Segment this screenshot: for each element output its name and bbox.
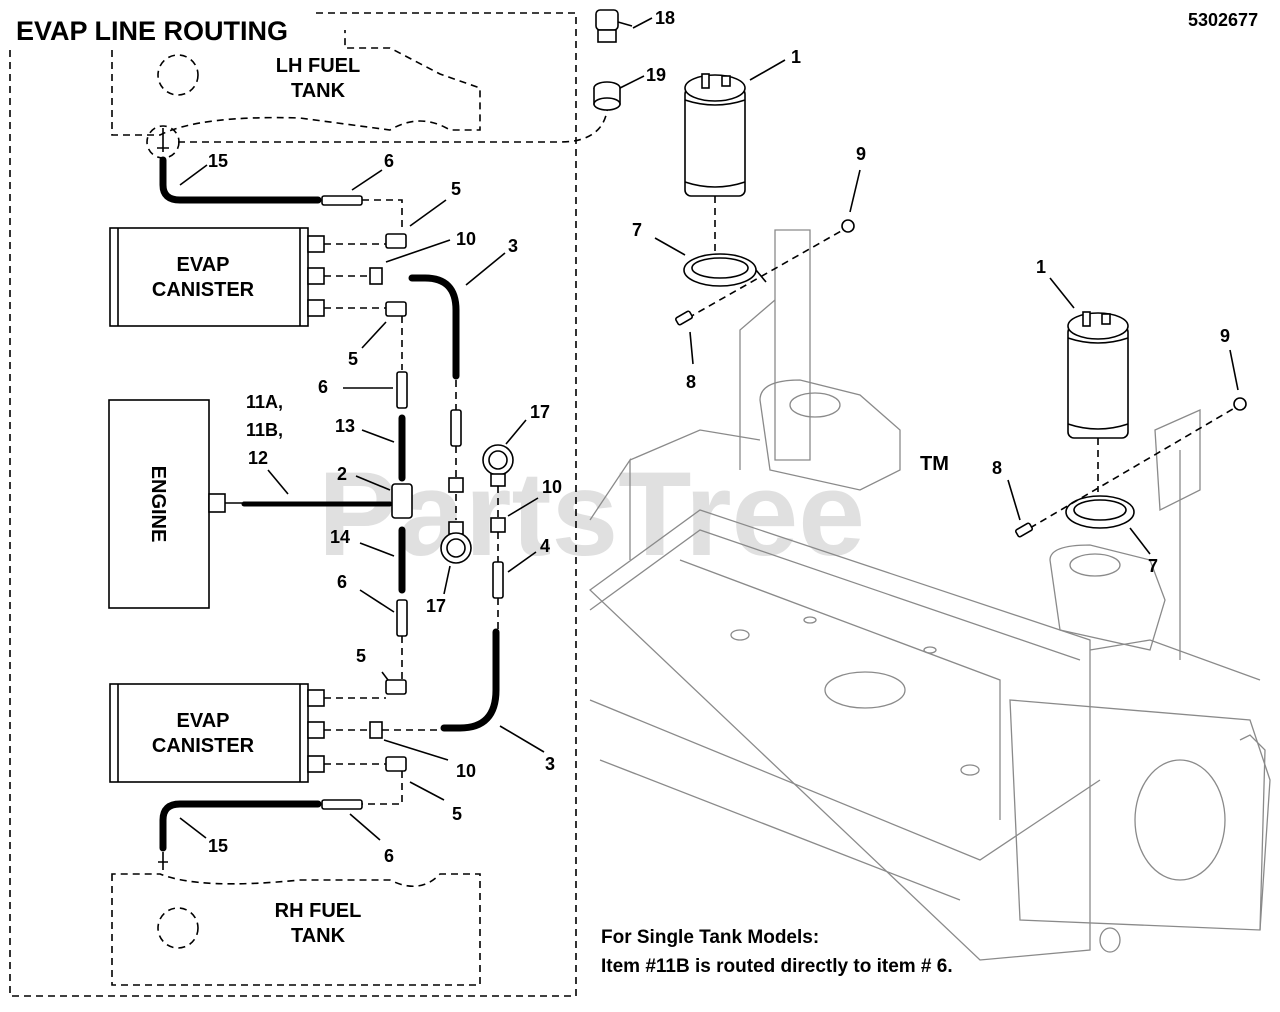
callout-7-right: 7 [1148,556,1158,576]
callout-17-upper: 17 [530,402,550,422]
rh-tank-label-2: TANK [291,925,346,947]
callout-5-low: 5 [356,646,366,666]
rh-tank-label-1: RH FUEL [275,900,362,922]
callout-10-low: 10 [456,761,476,781]
callout-14: 14 [330,527,350,547]
fitting-6-low [396,599,408,637]
callout-9-right: 9 [1220,326,1230,346]
callout-15-lower: 15 [208,836,228,856]
rh-fuel-tank: RH FUEL TANK [111,873,481,986]
clamp-17-upper [482,444,514,487]
callout-18: 18 [655,8,675,28]
callout-7-top: 7 [632,220,642,240]
restrictor-10-upper [369,267,383,285]
evap-canister-upper: EVAP CANISTER [109,227,386,327]
fitting-6-bottom [321,799,363,810]
callout-11a: 11A, [246,392,283,412]
callout-8-top: 8 [686,372,696,392]
check-valve [448,477,464,493]
callout-6-upper: 6 [384,151,394,171]
callout-3-upper: 3 [508,236,518,256]
fitting-6-upper [321,195,403,230]
callout-9-top: 9 [856,144,866,164]
lh-tank-label-2: TANK [291,80,346,102]
callout-3-lower: 3 [545,754,555,774]
engine: ENGINE [108,399,242,609]
callout-2: 2 [337,464,347,484]
trademark: TM [920,453,949,475]
callout-1-right: 1 [1036,257,1046,277]
callout-10-mid: 10 [542,477,562,497]
callout-13: 13 [335,416,355,436]
tee-2 [391,483,413,519]
lh-fuel-tank: LH FUEL TANK [111,30,481,159]
callout-10-upper: 10 [456,229,476,249]
callout-11b: 11B, [246,420,283,440]
callout-15-upper: 15 [208,151,228,171]
callout-6-bottom: 6 [384,846,394,866]
canister-assembly-right [1015,311,1247,538]
callout-17-lower: 17 [426,596,446,616]
tee-5-upper-2 [385,301,407,317]
diagram-part-number: 5302677 [1188,10,1258,30]
callout-1-top: 1 [791,47,801,67]
canister-lower-label-1: EVAP [177,710,230,732]
fitting-vent-upper [450,409,462,447]
grommet-19 [593,81,621,111]
evap-canister-lower: EVAP CANISTER [109,683,386,783]
callout-6-mid: 6 [318,377,328,397]
callout-6-low: 6 [337,572,347,592]
canister-upper-label-2: CANISTER [152,279,255,301]
callout-5-upper: 5 [451,179,461,199]
tee-5-bottom [385,756,407,772]
callout-12: 12 [248,448,268,468]
tee-5-upper [385,233,407,249]
chassis-frame [588,229,1271,961]
callout-5-mid: 5 [348,349,358,369]
canister-lower-label-2: CANISTER [152,735,255,757]
note-line-2: Item #11B is routed directly to item # 6… [601,956,953,977]
hose-3-lower [440,628,500,732]
engine-label: ENGINE [147,466,169,543]
hose-15-upper [159,156,322,204]
callout-5-bottom: 5 [452,804,462,824]
fitting-4 [492,561,504,599]
callout-19: 19 [646,65,666,85]
canister-assembly-upper [675,73,855,326]
vent-line [178,90,609,143]
tee-5-low [385,679,407,695]
note-line-1: For Single Tank Models: [601,927,819,948]
restrictor-10-mid [490,517,506,533]
restrictor-10-low [369,721,383,739]
routing-frame [9,12,577,997]
callout-4: 4 [540,536,550,556]
hose-3-upper [408,274,460,380]
fitting-6-mid [396,371,408,409]
lh-tank-label-1: LH FUEL [276,55,360,77]
vent-valve-18 [595,9,633,43]
canister-upper-label-1: EVAP [177,254,230,276]
clamp-17-lower [440,521,472,564]
diagram-title: EVAP LINE ROUTING [16,16,288,46]
hose-15-lower [159,800,322,852]
callout-8-right: 8 [992,458,1002,478]
